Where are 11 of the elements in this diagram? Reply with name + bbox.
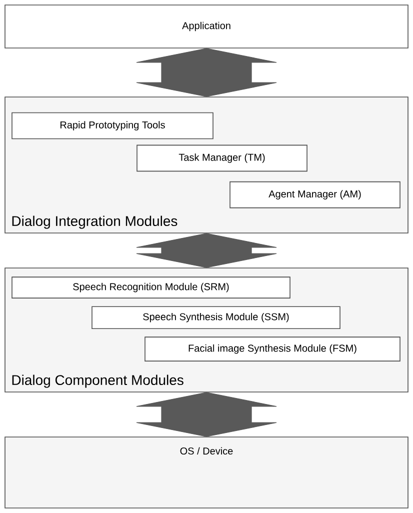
module-box: Rapid Prototyping Tools bbox=[12, 112, 214, 140]
module-box: Facial image Synthesis Module (FSM) bbox=[144, 336, 400, 362]
module-box: Speech Synthesis Module (SSM) bbox=[92, 306, 340, 329]
double-arrow bbox=[136, 392, 277, 437]
layer-box: Application bbox=[4, 4, 408, 48]
module-box: Speech Recognition Module (SRM) bbox=[12, 276, 290, 298]
layer-box: OS / Device bbox=[4, 436, 408, 508]
module-box: Task Manager (TM) bbox=[136, 144, 308, 172]
double-arrow bbox=[136, 233, 277, 268]
double-arrow bbox=[136, 48, 277, 97]
module-box: Agent Manager (AM) bbox=[230, 181, 400, 208]
